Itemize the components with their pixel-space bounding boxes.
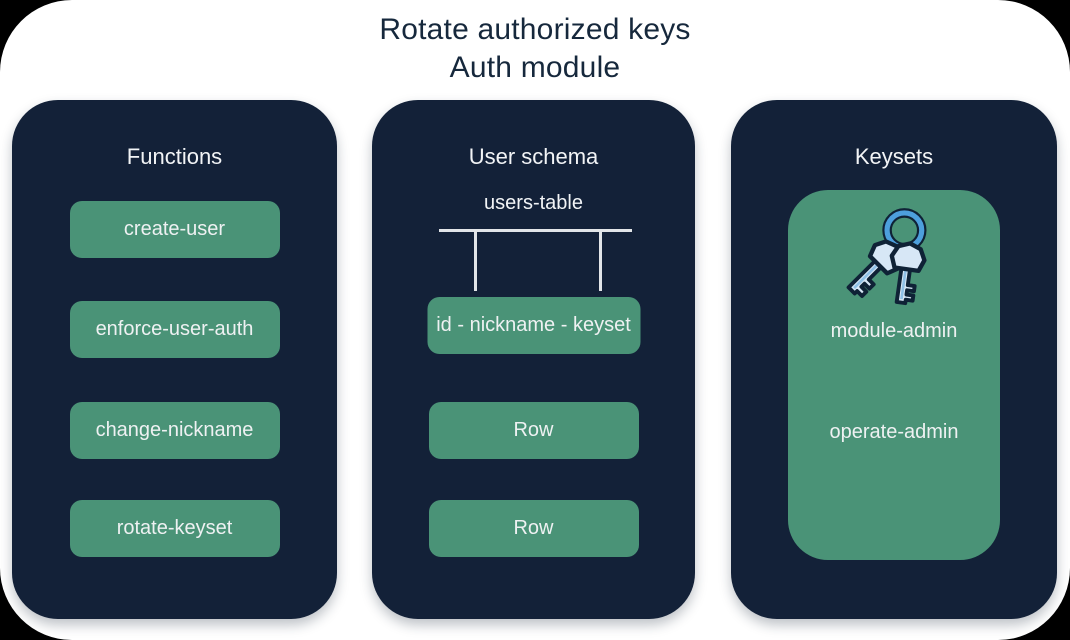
keysets-group-node: module-admin operate-admin bbox=[788, 190, 1000, 560]
functions-panel-title: Functions bbox=[126, 144, 223, 169]
table-left-leg-line bbox=[474, 229, 477, 291]
keys-icon bbox=[846, 208, 927, 306]
diagram-title-line2: Auth module bbox=[449, 51, 621, 84]
keysets-panel-title: Keysets bbox=[854, 144, 934, 169]
keysets-panel: Keysets module-admin o bbox=[731, 100, 1057, 619]
user-schema-panel-title: User schema bbox=[468, 144, 599, 169]
schema-row-node: Row bbox=[428, 500, 639, 557]
keyset-item-operate-admin: operate-admin bbox=[829, 421, 959, 443]
diagram-title-line1: Rotate authorized keys bbox=[379, 13, 691, 46]
functions-panel: Functions create-user enforce-user-auth … bbox=[12, 100, 337, 619]
function-node-enforce-user-auth: enforce-user-auth bbox=[69, 301, 280, 358]
function-node-change-nickname: change-nickname bbox=[69, 402, 280, 459]
keyset-item-module-admin: module-admin bbox=[830, 320, 958, 342]
function-node-create-user: create-user bbox=[69, 201, 280, 258]
users-table-label: users-table bbox=[484, 192, 583, 214]
table-right-leg-line bbox=[599, 229, 602, 291]
diagram-title: Rotate authorized keys Auth module bbox=[0, 11, 1070, 87]
schema-columns-node: id - nickname - keyset bbox=[427, 297, 640, 354]
schema-row-node: Row bbox=[428, 402, 639, 459]
user-schema-panel: User schema users-table id - nickname - … bbox=[372, 100, 695, 619]
table-top-line bbox=[439, 229, 632, 232]
function-node-rotate-keyset: rotate-keyset bbox=[69, 500, 280, 557]
